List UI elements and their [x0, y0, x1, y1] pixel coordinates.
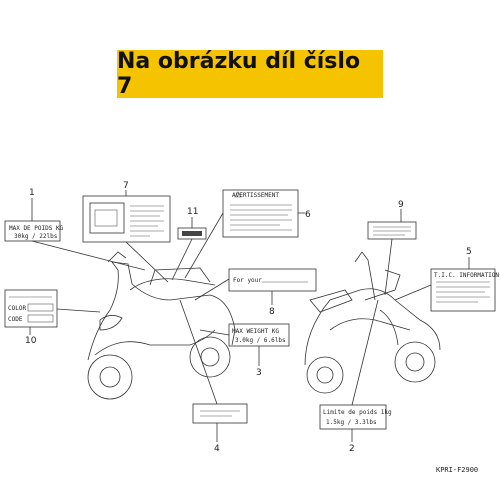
- catalog-code: KPRI-F2900: [436, 466, 478, 474]
- callout-5: 5: [466, 247, 472, 257]
- callout-10: 10: [25, 336, 37, 346]
- callout-8: 8: [269, 307, 275, 317]
- label-3-line1: MAX WEIGHT KG: [232, 328, 279, 335]
- callout-7: 7: [123, 181, 129, 191]
- left-scooter-drawing: [87, 251, 236, 400]
- label-6-line1: AVERTISSEMENT: [232, 192, 279, 199]
- callout-3: 3: [256, 368, 262, 378]
- label-1-line1: MAX DE POIDS KG: [9, 225, 64, 232]
- label-1-line2: 30kg / 22lbs: [14, 233, 58, 240]
- label-11-detail: [182, 231, 202, 236]
- callout-6: 6: [305, 210, 311, 220]
- callout-11: 11: [187, 207, 198, 217]
- callout-1: 1: [29, 188, 35, 198]
- label-5-detail: [436, 281, 490, 303]
- label-3-line2: 3.0kg / 6.6lbs: [235, 337, 286, 344]
- label-5-box: [430, 268, 496, 312]
- label-7-detail: [94, 205, 164, 237]
- label-5-line1: T.I.C. INFORMATION: [434, 272, 499, 279]
- banner-title: Na obrázku díl číslo 7: [117, 49, 361, 99]
- label-9-box: [367, 221, 417, 240]
- label-4-box: [192, 403, 248, 424]
- label-4-detail: [200, 410, 240, 417]
- label-10-line2: CODE: [8, 316, 23, 323]
- right-scooter-drawing: [304, 251, 441, 394]
- title-banner: Na obrázku díl číslo 7: [117, 49, 383, 99]
- label-8-box: [228, 268, 317, 292]
- label-2-line1: Limite de poids 1kg: [323, 409, 392, 416]
- label-10-detail: [9, 296, 54, 323]
- label-2-line2: 1.5kg / 3.3lbs: [326, 419, 377, 426]
- callout-4: 4: [214, 444, 220, 454]
- callout-2: 2: [349, 444, 355, 454]
- label-10-box: [4, 289, 58, 328]
- label-8-line1: For your: [233, 277, 262, 284]
- label-2-box: [319, 404, 387, 430]
- label-10-line1: COLOR: [8, 305, 26, 312]
- label-9-detail: [373, 226, 411, 236]
- callout-9: 9: [398, 200, 404, 210]
- label-6-detail: [230, 191, 292, 231]
